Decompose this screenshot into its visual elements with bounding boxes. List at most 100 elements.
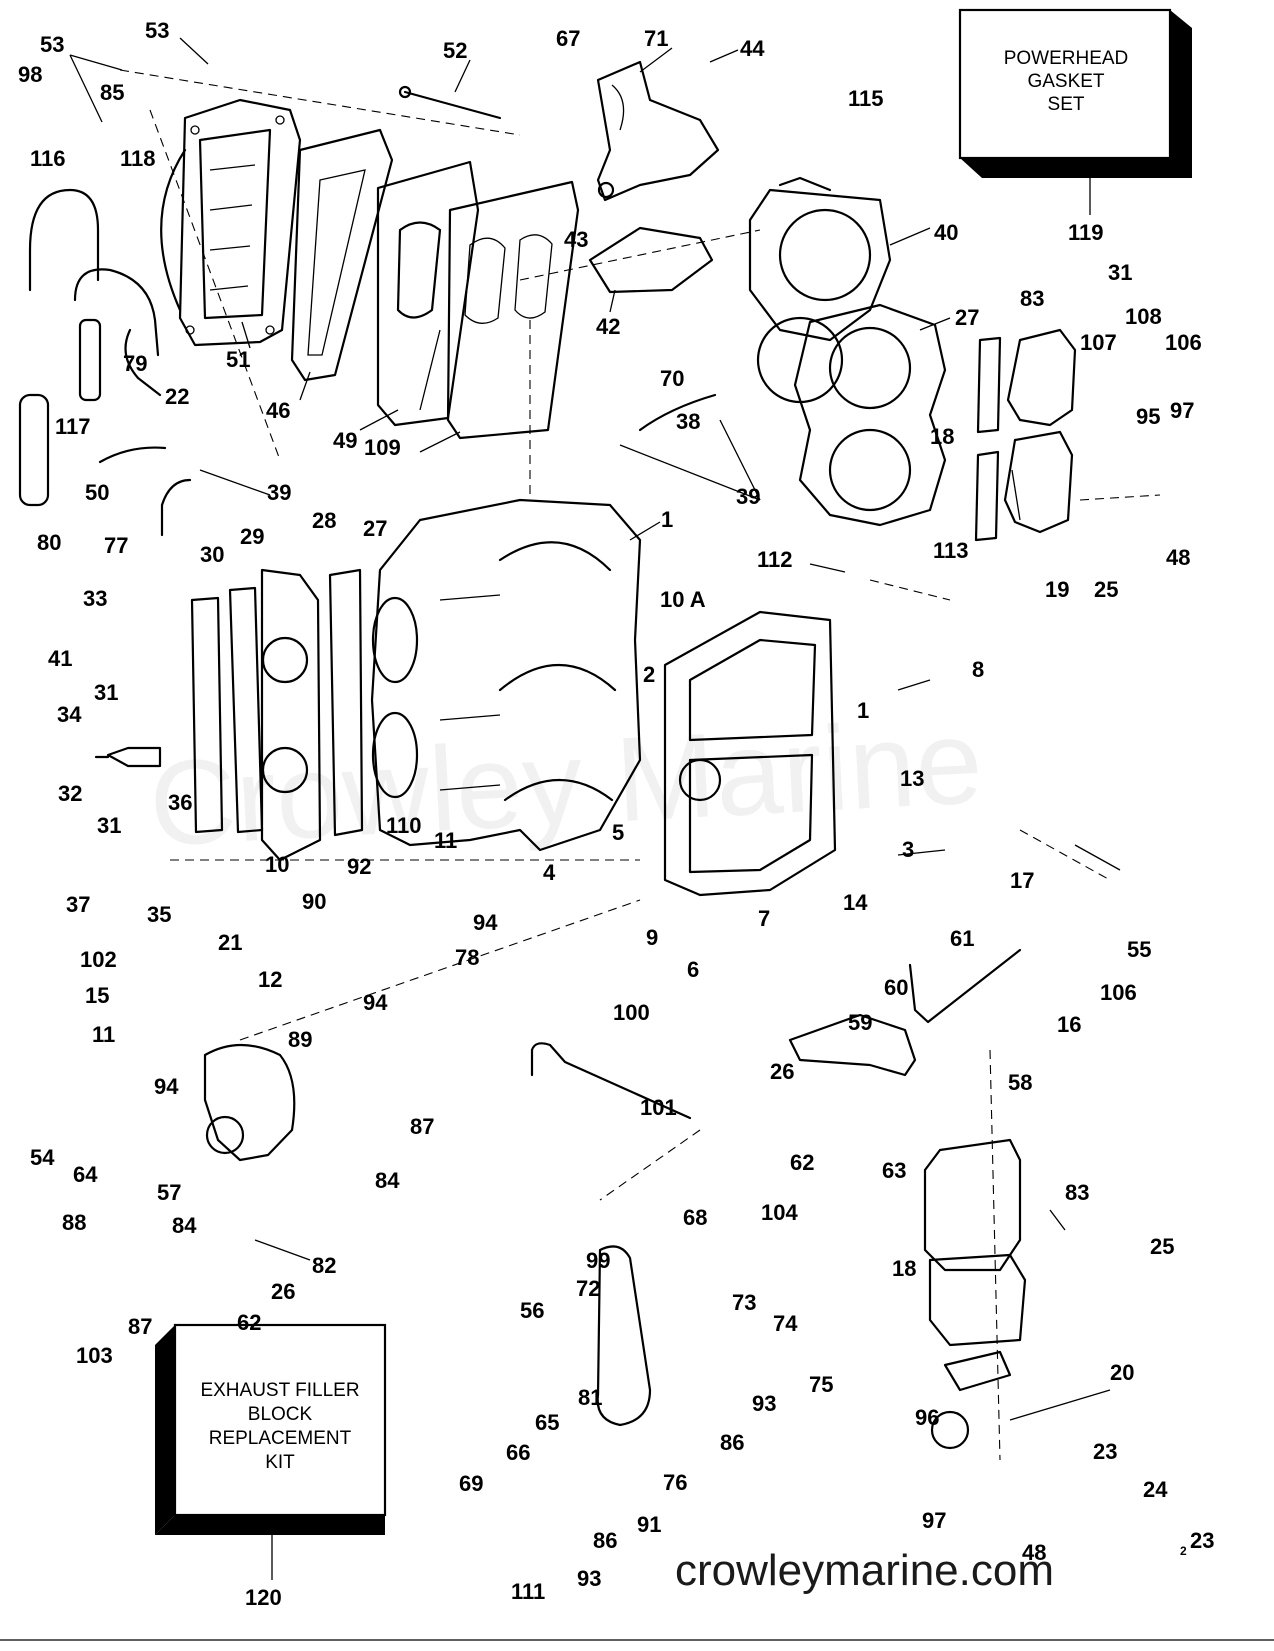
callout-label: 93 [752, 1391, 776, 1416]
callout-label: 48 [1022, 1540, 1046, 1565]
callout-label: 22 [165, 384, 189, 409]
callout-label: 92 [347, 854, 371, 879]
callout-label: 79 [123, 351, 147, 376]
callout-label: 108 [1125, 304, 1162, 329]
callout-label: 72 [576, 1276, 600, 1301]
callout-label: 3 [902, 837, 914, 862]
callout-label: 94 [473, 910, 498, 935]
callout-label: 34 [57, 702, 82, 727]
tie-rod-part [398, 85, 502, 120]
callout-label: 110 [386, 813, 422, 838]
callout-label: 57 [157, 1180, 181, 1205]
callout-label: 23 [1190, 1528, 1214, 1553]
callout-label: 28 [312, 508, 336, 533]
callout-label: 13 [900, 766, 924, 791]
callout-label: 118 [120, 146, 156, 171]
callout-label: 19 [1045, 577, 1069, 602]
callout-label: 61 [950, 926, 974, 951]
callout-label: 64 [73, 1162, 98, 1187]
callout-label: 36 [168, 790, 192, 815]
callout-label: 80 [37, 530, 61, 555]
callout-label: 91 [637, 1512, 661, 1537]
callout-label: 73 [732, 1290, 756, 1315]
callout-label: 54 [30, 1145, 55, 1170]
kit-number: 119 [1068, 220, 1104, 245]
callout-label: 104 [761, 1200, 798, 1225]
callout-label: 2 [643, 662, 655, 687]
crankcase-cover-part [663, 610, 837, 897]
callout-label: 20 [1110, 1360, 1134, 1385]
exhaust-gasket-part [290, 128, 394, 382]
left-head-part [260, 568, 322, 862]
cam-arm-part [596, 1245, 652, 1427]
kit-box-exhaust-filler[interactable]: EXHAUST FILLER BLOCK REPLACEMENT KIT [155, 1323, 387, 1535]
callout-label: 88 [62, 1210, 86, 1235]
callout-label: 53 [145, 18, 169, 43]
callout-label: 18 [892, 1256, 916, 1281]
hose-part [124, 328, 162, 397]
callout-label: 6 [687, 957, 699, 982]
callout-label: 95 [1136, 404, 1160, 429]
callout-label: 90 [302, 889, 326, 914]
callout-label: 113 [933, 538, 969, 563]
hose-part [18, 393, 50, 507]
callout-label: 62 [237, 1310, 261, 1335]
hose-part [28, 188, 100, 292]
exhaust-plate-gasket-part [446, 180, 580, 440]
callout-label: 25 [1094, 577, 1118, 602]
callout-label: 111 [511, 1579, 545, 1604]
callout-label: 56 [520, 1298, 544, 1323]
callout-label: 11 [92, 1022, 115, 1047]
callout-label: 96 [915, 1405, 939, 1430]
callout-label: 63 [882, 1158, 906, 1183]
callout-label: 98 [18, 62, 42, 87]
callout-label: 35 [147, 902, 171, 927]
callout-label: 115 [848, 86, 884, 111]
callout-label: 5 [612, 820, 624, 845]
callout-label: 65 [535, 1410, 559, 1435]
thermostat-gasket-part [588, 226, 714, 294]
callout-label: 102 [80, 947, 117, 972]
callout-label: 50 [85, 480, 109, 505]
callout-label: 94 [154, 1074, 179, 1099]
callout-label: 71 [644, 26, 668, 51]
callout-label: 8 [972, 657, 984, 682]
callout-label: 30 [200, 542, 224, 567]
callout-label: 81 [578, 1385, 602, 1410]
callout-label: 11 [434, 828, 457, 853]
reed-plate-part [923, 1138, 1027, 1450]
callout-label: 29 [240, 524, 264, 549]
kit-box-powerhead-gasket-set[interactable]: POWERHEAD GASKET SET [958, 8, 1192, 178]
callout-label: 49 [333, 428, 357, 453]
callout-label: 97 [922, 1508, 946, 1533]
callout-label: 69 [459, 1471, 483, 1496]
callout-label: 27 [955, 305, 979, 330]
callout-label: 4 [543, 860, 556, 885]
callout-label: 38 [676, 409, 700, 434]
callout-label: 97 [1170, 398, 1194, 423]
callout-label: 87 [128, 1314, 152, 1339]
callout-label: 83 [1065, 1180, 1089, 1205]
kit-label-line: SET [1048, 94, 1085, 115]
hose-part [73, 268, 160, 357]
callout-label: 46 [266, 398, 290, 423]
callout-label: 12 [258, 967, 282, 992]
callout-label: 58 [1008, 1070, 1032, 1095]
callout-label: 23 [1093, 1439, 1117, 1464]
hose-part [638, 393, 717, 432]
callout-label: 83 [1020, 286, 1044, 311]
callout-label: 106 [1100, 980, 1137, 1005]
callout-label: 68 [683, 1205, 707, 1230]
kit-label-line: EXHAUST FILLER [200, 1380, 359, 1401]
callout-label: 112 [757, 547, 793, 572]
callout-label: 52 [443, 38, 467, 63]
kit-label-line: REPLACEMENT [209, 1428, 352, 1449]
callout-label: 17 [1010, 868, 1034, 893]
page-mark: 2 [1180, 1544, 1187, 1558]
callout-label: 31 [94, 680, 118, 705]
callout-label: 25 [1150, 1234, 1174, 1259]
callout-label: 59 [848, 1010, 872, 1035]
kit-number: 120 [245, 1585, 282, 1610]
callout-label: 107 [1080, 330, 1117, 355]
